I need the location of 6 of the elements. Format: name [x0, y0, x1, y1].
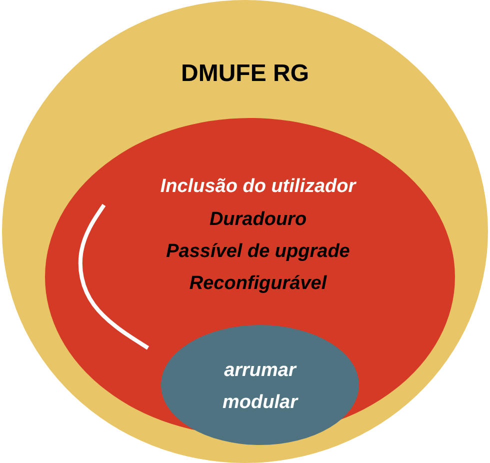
ellipse-label: Inclusão do utilizador [160, 176, 356, 199]
ellipse-label: Passível de upgrade [166, 241, 350, 264]
ellipse-label: DMUFE RG [181, 60, 309, 89]
ellipse-label: Reconfigurável [189, 273, 327, 296]
ellipse-label: Duradouro [209, 209, 307, 232]
ellipse-label: arrumar modular [222, 359, 300, 416]
